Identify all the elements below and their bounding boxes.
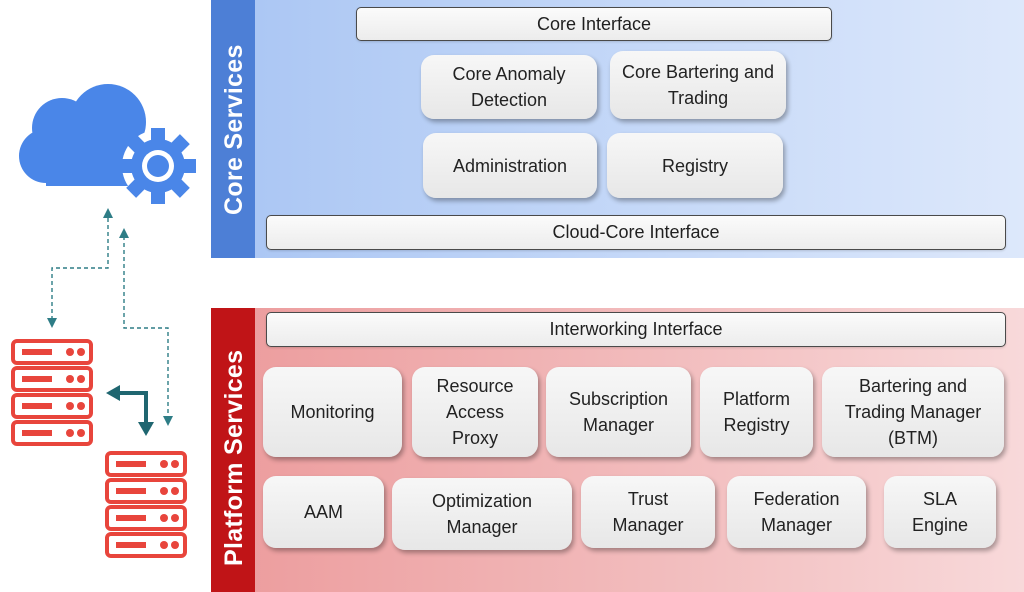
resource-access-proxy-box: Resource Access Proxy bbox=[412, 367, 538, 457]
registry-box: Registry bbox=[607, 133, 783, 198]
administration-label: Administration bbox=[452, 155, 568, 176]
interworking-interface-label: Interworking Interface bbox=[549, 319, 723, 339]
registry-label: Registry bbox=[661, 155, 728, 176]
cloud-gear-icon bbox=[19, 84, 196, 204]
monitoring-label: Monitoring bbox=[290, 402, 375, 422]
subscription-manager-box: Subscription Manager bbox=[546, 367, 691, 457]
btm-box: Bartering and Trading Manager (BTM) bbox=[822, 367, 1004, 457]
aam-box: AAM bbox=[263, 476, 384, 548]
platform-registry-label: Platform Registry bbox=[722, 389, 791, 435]
federation-manager-label: Federation Manager bbox=[753, 489, 840, 535]
federation-manager-box: Federation Manager bbox=[727, 476, 866, 548]
sla-engine-box: SLA Engine bbox=[884, 476, 996, 548]
platform-registry-box: Platform Registry bbox=[700, 367, 813, 457]
administration-box: Administration bbox=[423, 133, 597, 198]
platform-services-sidebar: Platform Services bbox=[211, 308, 255, 592]
core-services-sidebar: Core Services bbox=[211, 0, 255, 258]
connector-arrows bbox=[47, 208, 173, 436]
aam-label: AAM bbox=[303, 502, 343, 522]
server-stack-icon bbox=[105, 451, 187, 558]
cloud-core-interface-label: Cloud-Core Interface bbox=[552, 222, 720, 242]
monitoring-box: Monitoring bbox=[263, 367, 402, 457]
platform-services-label: Platform Services bbox=[220, 349, 248, 566]
resource-access-proxy-label: Resource Access Proxy bbox=[436, 376, 514, 448]
optimization-manager-box: Optimization Manager bbox=[392, 478, 572, 550]
interworking-interface-bar: Interworking Interface bbox=[266, 312, 1006, 347]
core-interface-bar: Core Interface bbox=[356, 7, 832, 41]
optimization-manager-label: Optimization Manager bbox=[431, 491, 533, 537]
trust-manager-label: Trust Manager bbox=[612, 489, 684, 535]
core-bartering-label: Core Bartering and Trading bbox=[621, 62, 775, 108]
core-anomaly-detection-box: Core Anomaly Detection bbox=[421, 55, 597, 119]
btm-label: Bartering and Trading Manager (BTM) bbox=[844, 376, 982, 448]
trust-manager-box: Trust Manager bbox=[581, 476, 715, 548]
core-bartering-box: Core Bartering and Trading bbox=[610, 51, 786, 119]
cloud-core-interface-bar: Cloud-Core Interface bbox=[266, 215, 1006, 250]
core-services-label: Core Services bbox=[220, 44, 248, 215]
subscription-manager-label: Subscription Manager bbox=[568, 389, 669, 435]
core-interface-label: Core Interface bbox=[536, 13, 652, 34]
sla-engine-label: SLA Engine bbox=[911, 489, 969, 535]
core-anomaly-detection-label: Core Anomaly Detection bbox=[452, 64, 566, 110]
server-stack-icon bbox=[11, 339, 93, 446]
